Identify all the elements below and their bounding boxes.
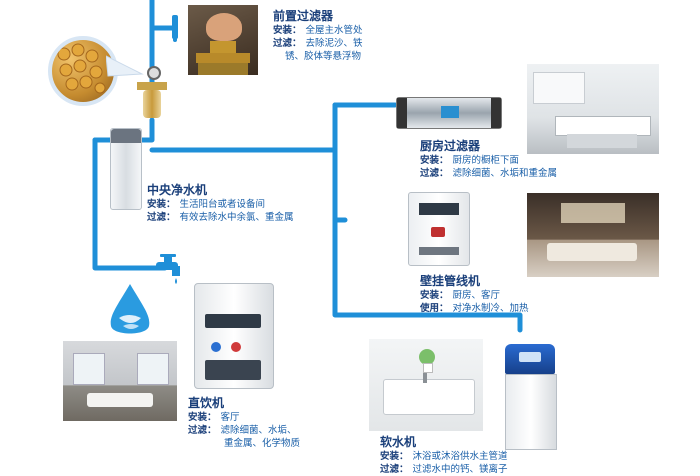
living-room-photo	[63, 341, 177, 421]
direct-drinker-filter-value-1: 滤除细菌、水垢、	[220, 425, 297, 436]
magnifier-pointer	[106, 55, 144, 77]
direct-drinker-filter-value-2: 重金属、化学物质	[224, 438, 301, 449]
direct-drinker-device	[194, 283, 274, 389]
central-purifier-title: 中央净水机	[147, 183, 208, 197]
pipe-to-right	[332, 102, 423, 318]
pre-filter-hand-photo	[188, 5, 258, 75]
pre-filter-label: 前置过滤器 安装：全屋主水管处 过滤：去除泥沙、铁 锈、胶体等悬浮物	[273, 8, 363, 63]
kitchen-filter-install-value: 厨房的橱柜下面	[452, 155, 520, 166]
sediment-dots	[57, 43, 106, 94]
wall-pipeline-use-key: 使用：	[420, 303, 449, 314]
kitchen-photo	[527, 64, 659, 154]
kitchen-filter-label: 厨房过滤器 安装：厨房的橱柜下面 过滤：滤除细菌、水垢和重金属	[420, 138, 557, 180]
wall-pipeline-install-key: 安装：	[420, 290, 449, 301]
softener-title: 软水机	[380, 435, 417, 449]
pre-filter-install-value: 全屋主水管处	[305, 25, 363, 36]
kitchen-filter-install-key: 安装：	[420, 155, 449, 166]
bathroom-sink-photo	[369, 339, 483, 431]
faucet-icon	[156, 254, 180, 284]
pipe-to-softener	[417, 312, 523, 333]
pre-filter-filter-value-1: 去除泥沙、铁	[305, 38, 363, 49]
wall-valve-bar	[172, 15, 178, 39]
pre-filter-title: 前置过滤器	[273, 9, 334, 23]
water-drop-icon	[110, 284, 150, 334]
pre-filter-filter-value-2: 锈、胶体等悬浮物	[285, 51, 362, 62]
wall-pipeline-use-value: 对净水制冷、加热	[452, 303, 529, 314]
central-purifier-label: 中央净水机 安装：生活阳台或者设备间 过滤：有效去除水中余氯、重金属	[147, 182, 294, 224]
sediment-magnifier	[48, 36, 118, 106]
direct-drinker-title: 直饮机	[188, 396, 225, 410]
wall-pipeline-title: 壁挂管线机	[420, 274, 481, 288]
direct-drinker-label: 直饮机 安装：客厅 过滤：滤除细菌、水垢、 重金属、化学物质	[188, 395, 300, 450]
direct-drinker-filter-key: 过滤：	[188, 425, 217, 436]
kitchen-filter-filter-value: 滤除细菌、水垢和重金属	[452, 168, 558, 179]
central-purifier-install-value: 生活阳台或者设备间	[179, 199, 266, 210]
kitchen-filter-filter-key: 过滤：	[420, 168, 449, 179]
central-purifier-filter-value: 有效去除水中余氯、重金属	[179, 212, 294, 223]
wall-pipeline-label: 壁挂管线机 安装：厨房、客厅 使用：对净水制冷、加热	[420, 273, 529, 315]
softener-device	[505, 344, 557, 450]
pipe-to-faucet	[92, 137, 168, 271]
wall-pipeline-install-value: 厨房、客厅	[452, 290, 501, 301]
direct-drinker-install-key: 安装：	[188, 412, 217, 423]
pre-filter-device	[137, 66, 167, 122]
direct-drinker-install-value: 客厅	[220, 412, 240, 423]
pre-filter-filter-key: 过滤：	[273, 38, 302, 49]
lounge-photo	[527, 193, 659, 277]
softener-install-value: 沐浴或沐浴供水主管道	[412, 451, 508, 462]
pre-filter-install-key: 安装：	[273, 25, 302, 36]
softener-install-key: 安装：	[380, 451, 409, 462]
softener-filter-value: 过滤水中的钙、镁离子	[412, 464, 508, 475]
softener-filter-key: 过滤：	[380, 464, 409, 475]
central-purifier-device	[110, 128, 142, 210]
central-purifier-filter-key: 过滤：	[147, 212, 176, 223]
kitchen-filter-title: 厨房过滤器	[420, 139, 481, 153]
softener-label: 软水机 安装：沐浴或沐浴供水主管道 过滤：过滤水中的钙、镁离子	[380, 434, 508, 476]
central-purifier-install-key: 安装：	[147, 199, 176, 210]
kitchen-filter-device	[396, 97, 502, 129]
wall-pipeline-device	[408, 192, 470, 266]
